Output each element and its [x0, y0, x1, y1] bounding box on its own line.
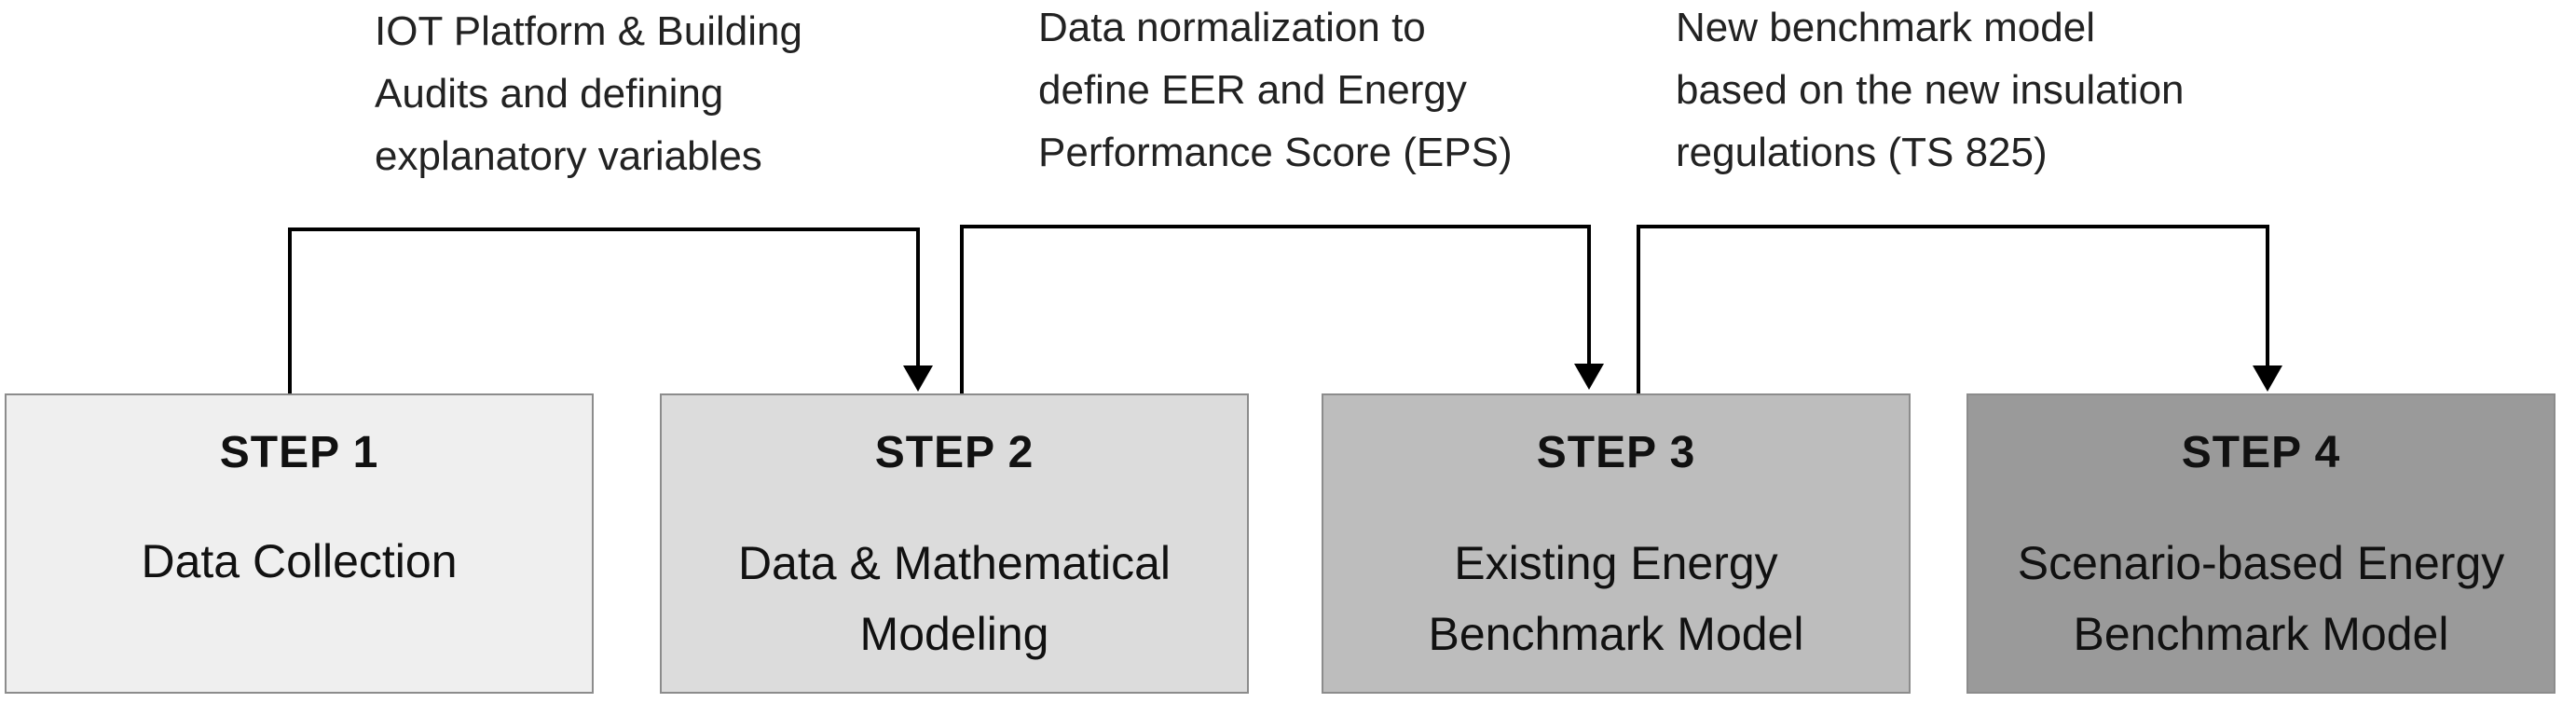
- step-description-line: Data Collection: [141, 535, 458, 587]
- step-description-line: Data & Mathematical: [737, 537, 1172, 589]
- annotation-line: Data normalization to: [1038, 5, 1426, 50]
- step-1-box: STEP 1 Data Collection: [5, 393, 594, 694]
- annotation-line: New benchmark model: [1676, 5, 2095, 50]
- step-title: STEP 2: [874, 428, 1035, 477]
- step-description: Data & Mathematical Modeling: [662, 528, 1247, 669]
- step-description-line: Existing Energy: [1454, 537, 1778, 589]
- arrow-step1-to-step2: [288, 227, 933, 393]
- arrow-step3-to-step4: [1637, 225, 2282, 393]
- step-3-box: STEP 3 Existing Energy Benchmark Model: [1322, 393, 1911, 694]
- annotation-line: Audits and defining: [375, 71, 724, 117]
- step-title: STEP 1: [219, 428, 379, 477]
- annotation-line: explanatory variables: [375, 133, 762, 179]
- step-description-line: Scenario-based Energy: [2017, 537, 2505, 589]
- annotation-step1-to-step2: IOT Platform & Building Audits and defin…: [375, 0, 802, 187]
- annotation-line: regulations (TS 825): [1676, 130, 2048, 175]
- step-2-box: STEP 2 Data & Mathematical Modeling: [660, 393, 1249, 694]
- annotation-step3-to-step4: New benchmark model based on the new ins…: [1676, 0, 2185, 184]
- arrow-step2-to-step3: [960, 225, 1604, 393]
- step-description: Data Collection: [7, 526, 592, 597]
- step-description-line: Modeling: [859, 608, 1049, 660]
- step-description-line: Benchmark Model: [2073, 608, 2449, 660]
- annotation-line: define EER and Energy: [1038, 67, 1467, 113]
- step-description: Existing Energy Benchmark Model: [1323, 528, 1909, 669]
- step-description: Scenario-based Energy Benchmark Model: [1968, 528, 2554, 669]
- step-title: STEP 3: [1536, 428, 1696, 477]
- step-4-box: STEP 4 Scenario-based Energy Benchmark M…: [1966, 393, 2555, 694]
- step-title: STEP 4: [2181, 428, 2341, 477]
- step-description-line: Benchmark Model: [1428, 608, 1804, 660]
- annotation-line: based on the new insulation: [1676, 67, 2185, 113]
- annotation-line: Performance Score (EPS): [1038, 130, 1513, 175]
- annotation-line: IOT Platform & Building: [375, 8, 802, 54]
- annotation-step2-to-step3: Data normalization to define EER and Ene…: [1038, 0, 1513, 184]
